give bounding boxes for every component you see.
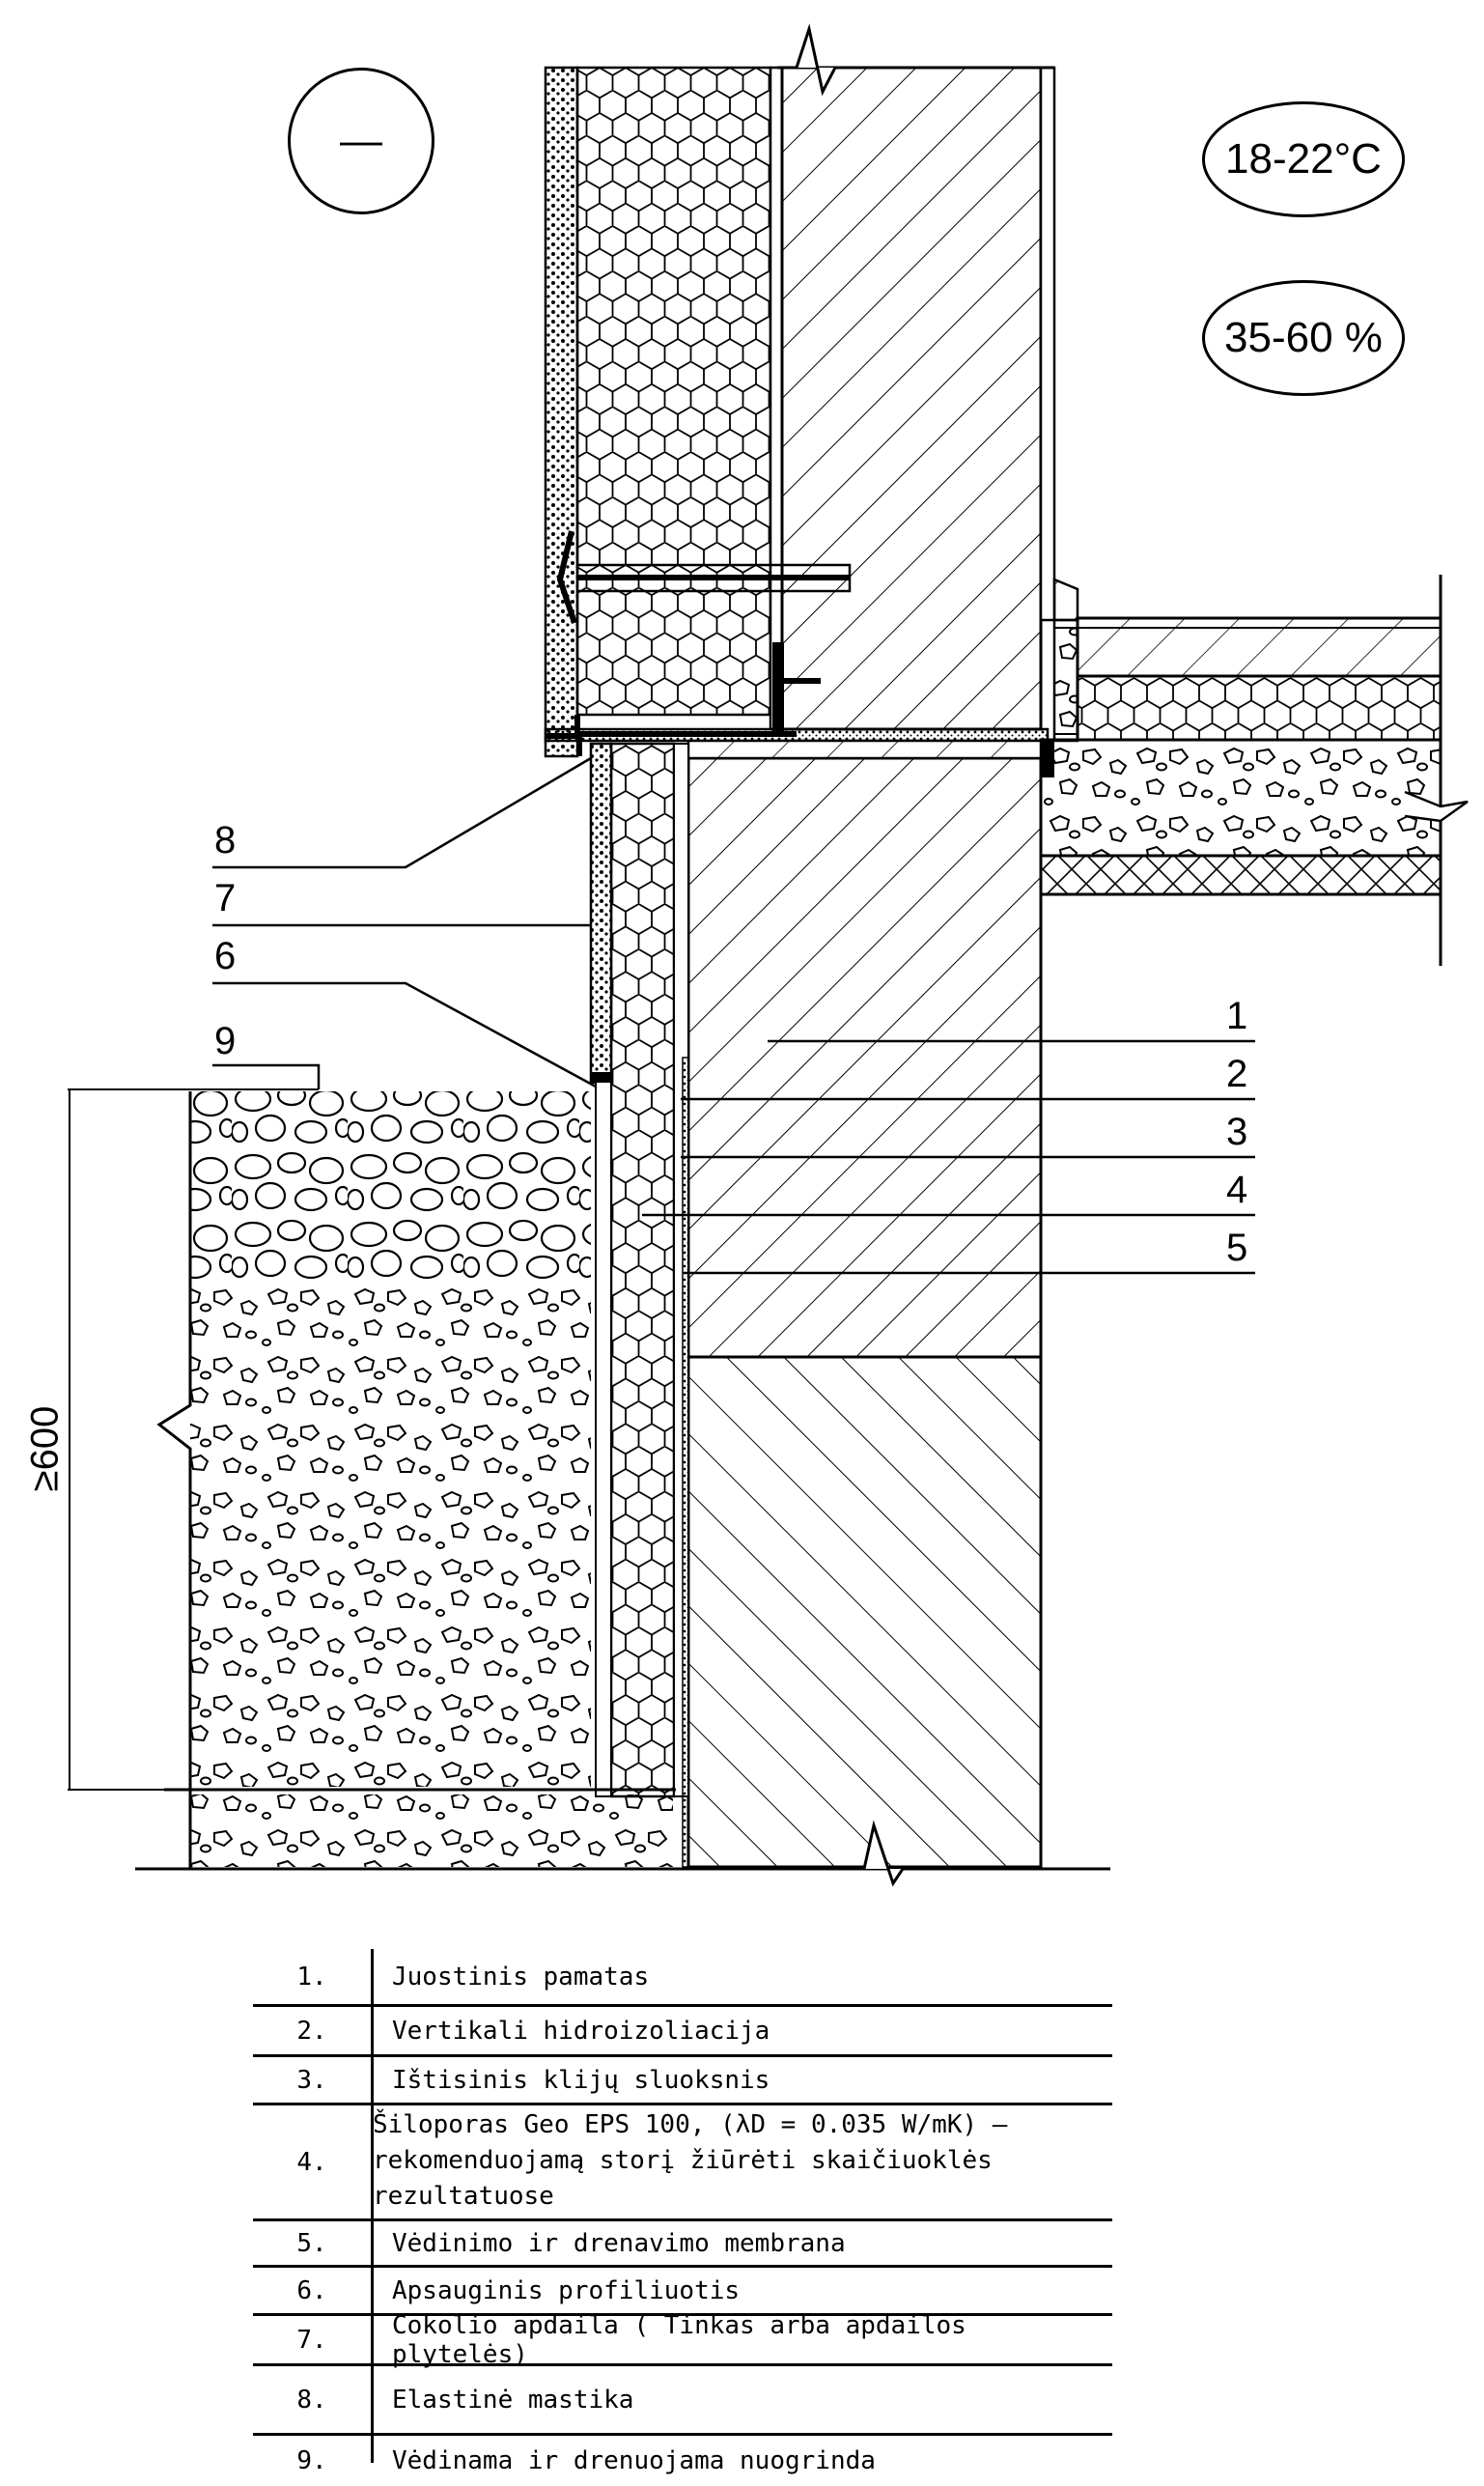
outdoor-condition-oval: —	[288, 68, 434, 214]
callout-9: 9	[214, 1020, 237, 1062]
legend-number: 1.	[296, 1962, 327, 1992]
legend-row: 1. Juostinis pamatas	[253, 1949, 1112, 2007]
legend-text: Apsauginis profiliuotis	[392, 2275, 741, 2305]
upper-masonry-wall	[777, 23, 1056, 731]
temperature-oval: 18-22°C	[1202, 101, 1405, 217]
upper-wall-insulation	[544, 66, 784, 758]
callout-2: 2	[1226, 1053, 1248, 1095]
callout-6: 6	[214, 935, 237, 977]
legend-row: 7. Cokolio apdaila ( Tinkas arba apdailo…	[253, 2310, 1112, 2369]
legend-row: 3. Ištisinis klijų sluoksnis	[253, 2057, 1112, 2105]
anchor-dowels	[556, 530, 852, 734]
legend-number: 9.	[296, 2446, 327, 2475]
callout-5: 5	[1226, 1227, 1248, 1269]
callout-8: 8	[214, 819, 237, 862]
leader-lines	[212, 756, 1255, 1275]
dimension-600	[68, 1088, 319, 1791]
temperature-value: 18-22°C	[1225, 135, 1382, 183]
legend-divider	[371, 1949, 374, 2463]
floor-assembly	[1039, 575, 1469, 966]
legend-row: 4. Šiloporas Geo EPS 100, (λD = 0.035 W/…	[253, 2105, 1112, 2221]
humidity-oval: 35-60 %	[1202, 280, 1405, 396]
legend-row: 8. Elastinė mastika	[253, 2366, 1112, 2436]
strip-foundation	[686, 739, 1043, 1869]
humidity-value: 35-60 %	[1224, 314, 1383, 361]
legend-number: 2.	[296, 2016, 327, 2046]
legend-text: Vertikali hidroizoliacija	[392, 2016, 770, 2046]
legend-text: Vėdinama ir drenuojama nuogrinda	[392, 2446, 876, 2475]
legend-text: Šiloporas Geo EPS 100, (λD = 0.035 W/mK)…	[373, 2110, 1008, 2211]
legend-row: 2. Vertikali hidroizoliacija	[253, 2007, 1112, 2057]
legend-row: 6. Apsauginis profiliuotis	[253, 2268, 1112, 2316]
callout-4: 4	[1226, 1169, 1248, 1211]
dimension-label: ≥600	[23, 1405, 67, 1492]
legend-text: Cokolio apdaila ( Tinkas arba apdailos p…	[392, 2310, 982, 2369]
legend-text: Juostinis pamatas	[392, 1962, 650, 1992]
legend-text: Vėdinimo ir drenavimo membrana	[392, 2228, 846, 2258]
legend-number: 5.	[296, 2228, 327, 2258]
legend-text: Elastinė mastika	[392, 2385, 634, 2415]
legend-table: 1. Juostinis pamatas 2. Vertikali hidroi…	[253, 1949, 1112, 2486]
drainage-fill	[135, 1091, 1110, 1887]
callout-3: 3	[1226, 1111, 1248, 1153]
outdoor-symbol: —	[340, 117, 382, 164]
legend-number: 4.	[296, 2147, 327, 2177]
legend-number: 7.	[296, 2325, 327, 2355]
callout-1: 1	[1226, 995, 1248, 1037]
legend-row: 5. Vėdinimo ir drenavimo membrana	[253, 2221, 1112, 2268]
legend-text: Ištisinis klijų sluoksnis	[392, 2065, 770, 2095]
foundation-insulation	[589, 742, 689, 1868]
legend-number: 8.	[296, 2385, 327, 2415]
foundation-section-drawing	[68, 23, 1469, 1887]
legend-row: 9. Vėdinama ir drenuojama nuogrinda	[253, 2436, 1112, 2486]
callout-7: 7	[214, 877, 237, 919]
legend-number: 3.	[296, 2065, 327, 2095]
legend-number: 6.	[296, 2275, 327, 2305]
